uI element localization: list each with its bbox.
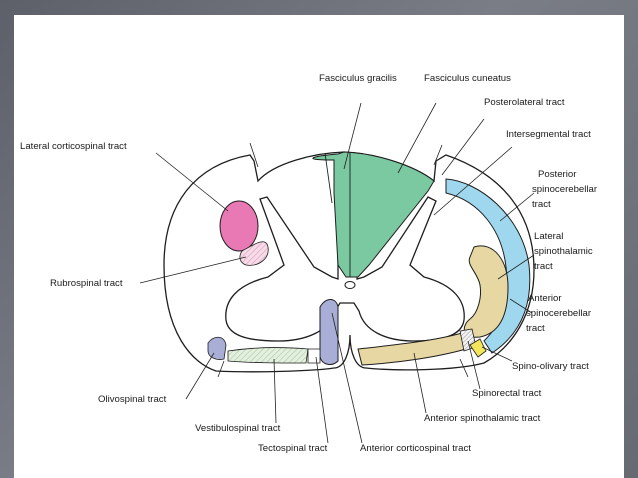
label-fasciculus-cuneatus: Fasciculus cuneatus xyxy=(424,73,511,84)
anterior-corticospinal-region xyxy=(319,299,339,365)
label-anterior-spinothalamic-tract: Anterior spinothalamic tract xyxy=(424,413,541,424)
rubrospinal-region xyxy=(239,241,269,266)
dorsal-root-left xyxy=(249,142,259,168)
spino-olivary-region xyxy=(469,338,487,358)
leader-lines xyxy=(139,102,535,444)
fasciculus-gracilis-region xyxy=(312,151,435,278)
label-posterior-spinocerebellar-1: Posterior xyxy=(538,169,577,180)
label-olivospinal-tract: Olivospinal tract xyxy=(98,394,167,405)
olivospinal-region xyxy=(207,336,227,360)
label-anterior-spinocerebellar-1: Anterior xyxy=(528,293,562,304)
tectospinal-region xyxy=(307,348,321,364)
posterior-spinocerebellar-region xyxy=(445,178,531,354)
central-canal-line xyxy=(324,152,333,204)
label-lateral-spinothalamic-2: spinothalamic xyxy=(534,246,593,257)
ventral-root-right xyxy=(459,358,469,378)
label-posterior-spinocerebellar-2: spinocerebellar xyxy=(532,184,598,195)
label-lateral-spinothalamic-1: Lateral xyxy=(534,231,563,242)
lateral-corticospinal-region xyxy=(219,200,259,252)
vestibulospinal-region xyxy=(227,347,309,364)
label-tectospinal-tract: Tectospinal tract xyxy=(258,443,328,454)
label-spinorectal-tract: Spinorectal tract xyxy=(472,388,542,399)
label-spino-olivary-tract: Spino-olivary tract xyxy=(512,361,589,372)
label-lateral-corticospinal-tract: Lateral corticospinal tract xyxy=(20,141,127,152)
label-lateral-spinothalamic-3: tract xyxy=(534,261,553,272)
label-intersegmental-tract: Intersegmental tract xyxy=(506,129,591,140)
label-rubrospinal-tract: Rubrospinal tract xyxy=(50,278,123,289)
label-anterior-spinocerebellar-2: spinocerebellar xyxy=(526,308,592,319)
label-anterior-corticospinal-tract: Anterior corticospinal tract xyxy=(360,443,471,454)
anterior-spinothalamic-region xyxy=(357,332,467,366)
dorsal-root-right xyxy=(433,144,443,166)
ventral-root-left xyxy=(217,360,225,378)
spinal-cord-tracts-diagram: Fasciculus gracilis Fasciculus cuneatus … xyxy=(20,73,598,454)
grey-matter xyxy=(225,196,465,342)
label-anterior-spinocerebellar-3: tract xyxy=(526,323,545,334)
central-canal xyxy=(344,281,356,289)
label-fasciculus-gracilis: Fasciculus gracilis xyxy=(319,73,397,84)
label-vestibulospinal-tract: Vestibulospinal tract xyxy=(195,423,281,434)
label-posterolateral-tract: Posterolateral tract xyxy=(484,97,565,108)
label-posterior-spinocerebellar-3: tract xyxy=(532,199,551,210)
slide-canvas: Fasciculus gracilis Fasciculus cuneatus … xyxy=(14,15,624,478)
